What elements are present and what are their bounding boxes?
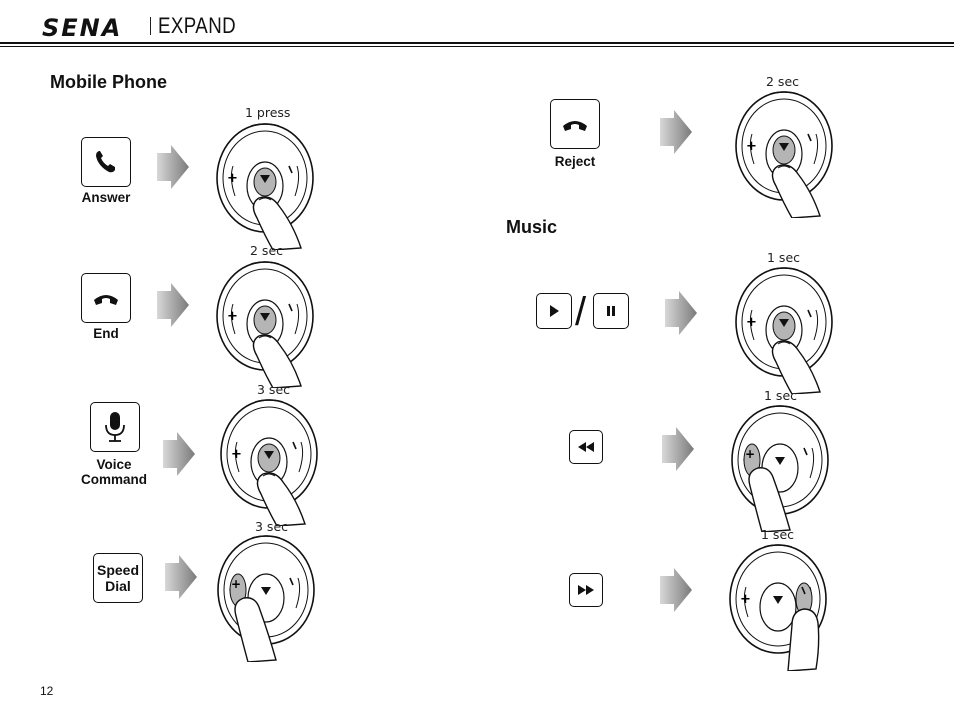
phone-end-icon — [94, 295, 118, 305]
end-button-icon — [81, 273, 131, 323]
phone-end-icon — [563, 121, 587, 131]
headset-device — [732, 88, 842, 218]
product-name: EXPAND — [158, 13, 237, 38]
arrow-right-icon — [165, 555, 197, 599]
voice-duration-label: 3 sec — [257, 382, 291, 397]
fast-forward-duration-label: 1 sec — [761, 527, 795, 542]
rewind-duration-label: 1 sec — [764, 388, 798, 403]
slash-divider: / — [575, 290, 587, 334]
header-divider — [150, 17, 151, 35]
page-header: SENA EXPAND — [0, 0, 954, 48]
answer-duration-label: 1 press — [245, 105, 291, 120]
phone-answer-icon — [96, 151, 115, 173]
speed-dial-line1: Speed — [96, 562, 139, 578]
play-icon — [550, 305, 559, 317]
arrow-right-icon — [665, 291, 697, 335]
brand-logo: SENA — [42, 14, 123, 42]
play-pause-duration-label: 1 sec — [767, 250, 801, 265]
section-title-music: Music — [506, 217, 558, 237]
microphone-icon — [105, 412, 125, 442]
speed-dial-label: Speed Dial — [97, 562, 139, 594]
arrow-right-icon — [660, 568, 692, 612]
answer-caption: Answer — [81, 190, 131, 205]
reject-caption: Reject — [554, 154, 596, 169]
headset-device — [213, 258, 323, 388]
headset-device: + — [728, 402, 838, 532]
voice-caption-line2: Command — [80, 472, 147, 487]
voice-caption-line1: Voice — [96, 457, 132, 472]
voice-command-caption: Voice Command — [70, 457, 158, 487]
fast-forward-icon — [578, 585, 594, 595]
section-title-mobile-phone: Mobile Phone — [50, 72, 167, 92]
play-button-icon — [536, 293, 572, 329]
svg-text:+: + — [745, 447, 755, 461]
arrow-right-icon — [662, 427, 694, 471]
rewind-icon — [578, 442, 594, 452]
answer-button-icon — [81, 137, 131, 187]
rewind-button-icon — [569, 430, 603, 464]
arrow-right-icon — [163, 432, 195, 476]
pause-icon — [607, 306, 615, 316]
headset-device — [732, 264, 842, 394]
pause-button-icon — [593, 293, 629, 329]
svg-text:+: + — [231, 577, 241, 591]
arrow-right-icon — [157, 145, 189, 189]
arrow-right-icon — [157, 283, 189, 327]
headset-device: + — [214, 532, 324, 662]
page-number: 12 — [40, 684, 54, 698]
voice-command-button-icon — [90, 402, 140, 452]
fast-forward-button-icon — [569, 573, 603, 607]
header-rule-thin — [0, 46, 954, 47]
arrow-right-icon — [660, 110, 692, 154]
reject-button-icon — [550, 99, 600, 149]
speed-dial-button-icon: Speed Dial — [93, 553, 143, 603]
reject-duration-label: 2 sec — [766, 74, 800, 89]
speed-dial-line2: Dial — [105, 578, 131, 594]
headset-device — [217, 396, 327, 526]
end-caption: End — [93, 326, 119, 341]
speed-dial-duration-label: 3 sec — [255, 519, 289, 534]
end-duration-label: 2 sec — [250, 243, 284, 258]
headset-device — [726, 541, 836, 671]
headset-device — [213, 120, 323, 250]
header-rule — [0, 42, 954, 44]
